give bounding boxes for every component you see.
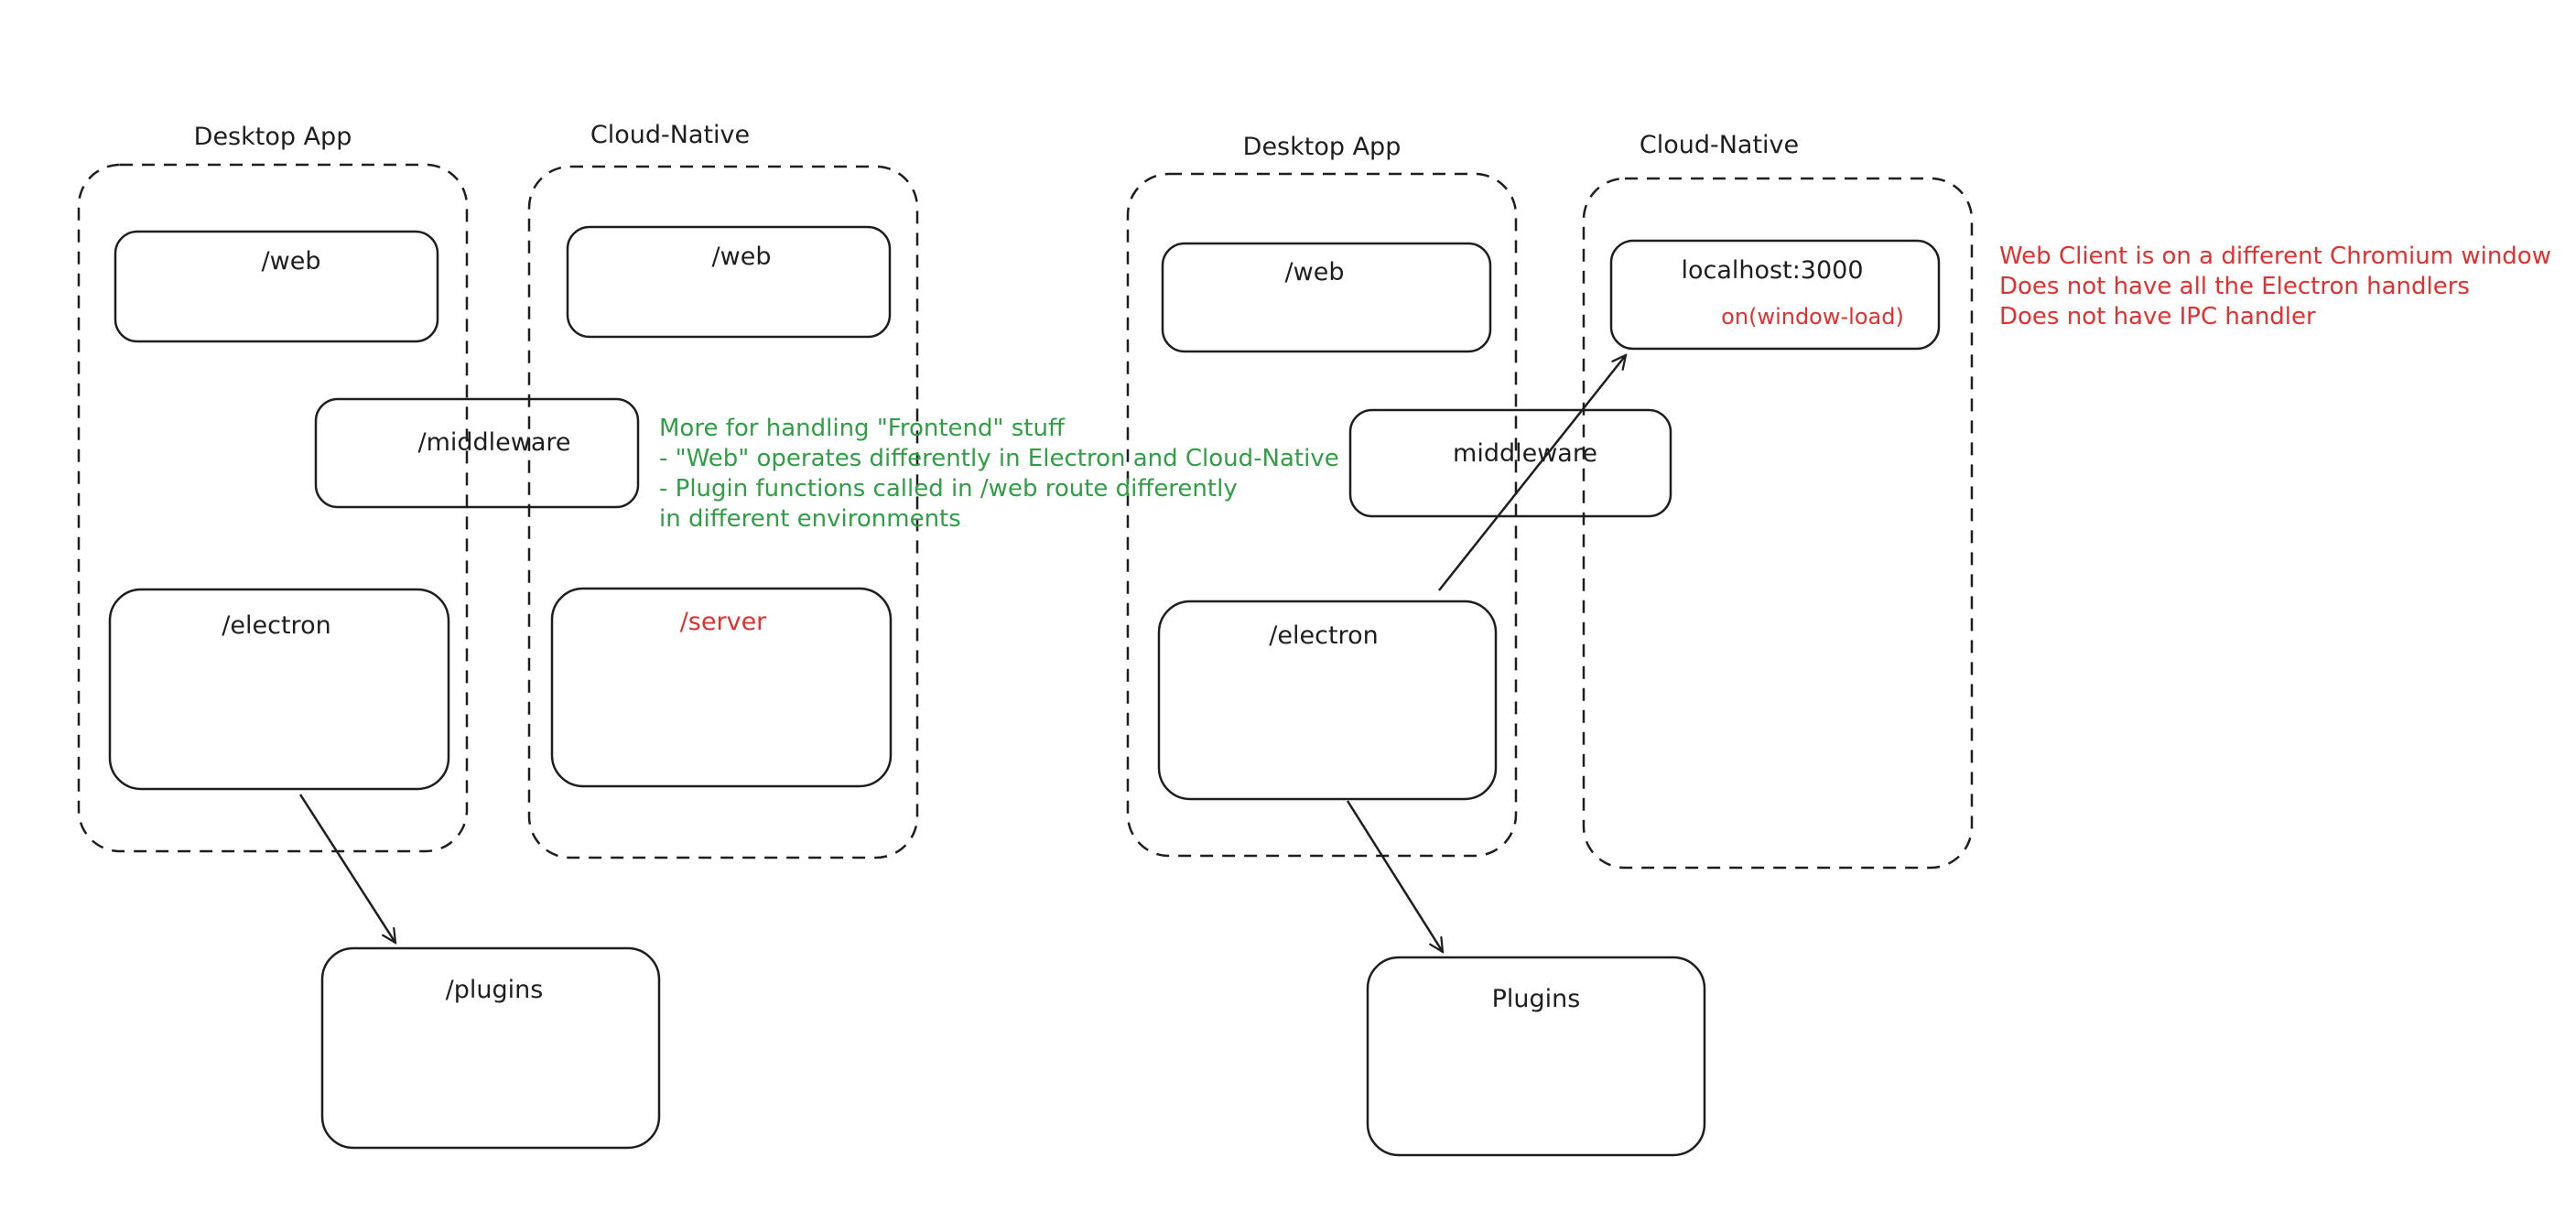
left-cloud-container [527,165,919,859]
right-desktop-title: Desktop App [1242,133,1402,161]
web-client-note-line: Does not have all the Electron handlers [1999,273,2470,300]
right-plugins-label: Plugins [1491,985,1581,1013]
frontend-note-line: - Plugin functions called in /web route … [659,475,1238,503]
left-plugins-box [320,946,661,1150]
web-client-note-line: Does not have IPC handler [1999,303,2316,330]
left-electron-to-plugins-arrow [298,794,395,943]
frontend-note: More for handling "Frontend" stuff - "We… [659,414,1339,535]
left-desktop-title: Desktop App [193,123,352,151]
right-electron-box [1157,600,1498,801]
right-localhost-label: localhost:3000 [1681,256,1864,285]
right-web-box [1161,242,1492,353]
right-web-label: /web [1284,258,1345,286]
right-cloud-title: Cloud-Native [1639,131,1800,159]
right-plugins-box [1366,956,1706,1157]
frontend-note-line: in different environments [659,505,961,533]
frontend-note-line: More for handling "Frontend" stuff [659,415,1065,442]
left-desktop-web-label: /web [261,247,321,276]
right-cloud-container [1582,177,1974,870]
right-localhost-box [1609,239,1941,351]
left-middleware-box [314,397,640,509]
frontend-note-line: - "Web" operates differently in Electron… [659,445,1339,472]
left-plugins-label: /plugins [445,976,544,1004]
right-desktop-container [1126,172,1518,858]
left-electron-label: /electron [222,611,331,640]
left-electron-box [108,588,450,791]
right-middleware-label: middleware [1453,439,1597,468]
left-server-box [550,587,893,788]
right-window-load-label: on(window-load) [1721,304,1904,330]
left-cloud-title: Cloud-Native [590,121,751,149]
web-client-note: Web Client is on a different Chromium wi… [1999,242,2551,332]
left-desktop-web-box [114,230,439,343]
right-middleware-box [1348,408,1672,518]
right-electron-to-localhost-arrow [1438,355,1626,591]
left-desktop-container [77,163,469,853]
left-cloud-web-label: /web [711,243,772,271]
left-cloud-web-box [566,225,892,339]
right-electron-label: /electron [1269,621,1379,650]
right-electron-to-plugins-arrow [1346,800,1443,952]
left-server-label: /server [679,608,767,636]
left-middleware-label: /middleware [417,428,571,457]
web-client-note-line: Web Client is on a different Chromium wi… [1999,243,2551,270]
